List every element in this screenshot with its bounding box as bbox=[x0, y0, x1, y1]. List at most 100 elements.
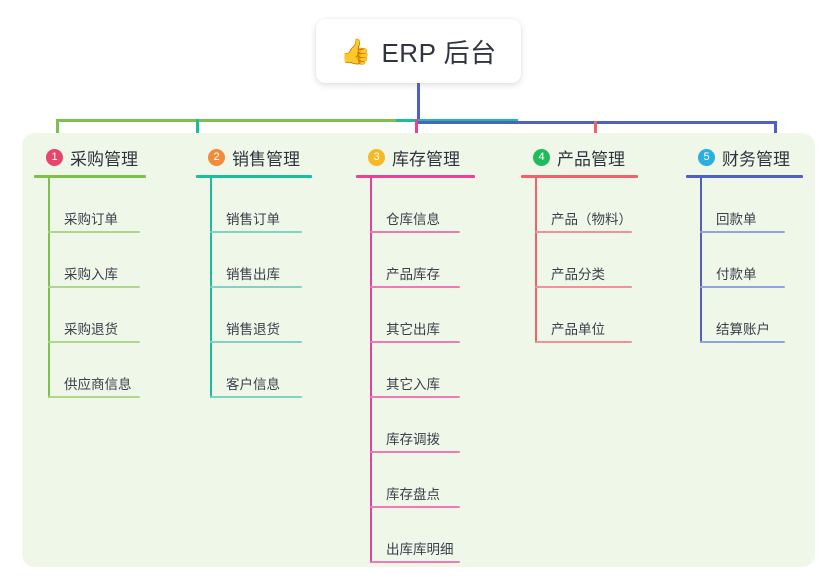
leaf-item[interactable]: 销售出库 bbox=[210, 233, 312, 288]
connector-bus-teal bbox=[396, 119, 518, 122]
leaf-item-rule bbox=[700, 231, 785, 233]
root-node[interactable]: 👍 ERP 后台 bbox=[316, 19, 521, 83]
root-title: ERP 后台 bbox=[381, 37, 497, 68]
branch-rule-1 bbox=[34, 175, 146, 178]
leaf-item-rule bbox=[210, 286, 302, 288]
leaf-item-rule bbox=[210, 341, 302, 343]
leaf-spine-4 bbox=[535, 178, 537, 343]
branch-column-2: 2 销售管理销售订单销售出库销售退货客户信息 bbox=[196, 145, 312, 398]
leaf-item-label: 销售出库 bbox=[226, 267, 280, 282]
leaf-item[interactable]: 采购订单 bbox=[48, 178, 146, 233]
leaf-item-label: 销售退货 bbox=[226, 322, 280, 337]
leaf-item-label: 付款单 bbox=[716, 267, 757, 282]
leaf-item-rule bbox=[48, 231, 140, 233]
leaf-item[interactable]: 库存盘点 bbox=[370, 453, 475, 508]
leaf-item-rule bbox=[370, 561, 460, 563]
branch-rule-2 bbox=[196, 175, 312, 178]
branch-header-3[interactable]: 3 库存管理 bbox=[356, 145, 475, 169]
leaf-item[interactable]: 供应商信息 bbox=[48, 343, 146, 398]
branch-badge-4: 4 bbox=[533, 148, 550, 166]
connector-drop-2 bbox=[196, 119, 199, 145]
branch-rule-5 bbox=[686, 175, 803, 178]
leaf-item-rule bbox=[535, 286, 632, 288]
leaf-spine-1 bbox=[48, 178, 50, 398]
leaf-item-label: 采购订单 bbox=[64, 212, 118, 227]
leaf-item[interactable]: 销售退货 bbox=[210, 288, 312, 343]
branch-title-1: 采购管理 bbox=[70, 149, 138, 169]
leaf-item[interactable]: 采购退货 bbox=[48, 288, 146, 343]
leaf-list-3: 仓库信息产品库存其它出库其它入库库存调拨库存盘点出库库明细 bbox=[356, 178, 475, 563]
branches-panel bbox=[22, 133, 815, 567]
leaf-item-rule bbox=[535, 231, 632, 233]
leaf-item-label: 产品库存 bbox=[386, 267, 440, 282]
leaf-item[interactable]: 其它入库 bbox=[370, 343, 475, 398]
leaf-item[interactable]: 产品库存 bbox=[370, 233, 475, 288]
leaf-item[interactable]: 回款单 bbox=[700, 178, 803, 233]
leaf-item-rule bbox=[210, 396, 302, 398]
leaf-item-label: 产品单位 bbox=[551, 322, 605, 337]
branch-rule-3 bbox=[356, 175, 475, 178]
leaf-item-label: 产品（物料） bbox=[551, 212, 632, 227]
thumbs-up-icon: 👍 bbox=[340, 36, 372, 66]
leaf-item-rule bbox=[48, 396, 140, 398]
leaf-item-label: 库存调拨 bbox=[386, 432, 440, 447]
leaf-item[interactable]: 产品（物料） bbox=[535, 178, 638, 233]
leaf-item-rule bbox=[700, 286, 785, 288]
branch-title-3: 库存管理 bbox=[392, 149, 460, 169]
connector-drop-1 bbox=[56, 119, 59, 145]
leaf-item-rule bbox=[370, 506, 460, 508]
leaf-item[interactable]: 库存调拨 bbox=[370, 398, 475, 453]
leaf-spine-5 bbox=[700, 178, 702, 343]
branch-badge-3: 3 bbox=[368, 148, 385, 166]
leaf-item[interactable]: 仓库信息 bbox=[370, 178, 475, 233]
leaf-item-label: 客户信息 bbox=[226, 377, 280, 392]
leaf-list-5: 回款单付款单结算账户 bbox=[686, 178, 803, 343]
branch-badge-2: 2 bbox=[208, 148, 225, 166]
leaf-item-label: 回款单 bbox=[716, 212, 757, 227]
leaf-spine-3 bbox=[370, 178, 372, 563]
branch-title-2: 销售管理 bbox=[232, 149, 300, 169]
connector-root-stem bbox=[417, 83, 420, 121]
leaf-item-rule bbox=[48, 341, 140, 343]
branch-header-2[interactable]: 2 销售管理 bbox=[196, 145, 312, 169]
leaf-item-rule bbox=[370, 451, 460, 453]
leaf-item[interactable]: 产品分类 bbox=[535, 233, 638, 288]
leaf-list-1: 采购订单采购入库采购退货供应商信息 bbox=[34, 178, 146, 398]
leaf-item[interactable]: 付款单 bbox=[700, 233, 803, 288]
connector-bus-green bbox=[56, 119, 396, 122]
leaf-item-rule bbox=[210, 231, 302, 233]
leaf-item-label: 销售订单 bbox=[226, 212, 280, 227]
leaf-item[interactable]: 采购入库 bbox=[48, 233, 146, 288]
leaf-item-label: 采购入库 bbox=[64, 267, 118, 282]
leaf-item[interactable]: 销售订单 bbox=[210, 178, 312, 233]
branch-rule-4 bbox=[521, 175, 638, 178]
leaf-list-2: 销售订单销售出库销售退货客户信息 bbox=[196, 178, 312, 398]
leaf-item[interactable]: 产品单位 bbox=[535, 288, 638, 343]
leaf-spine-2 bbox=[210, 178, 212, 398]
leaf-item-rule bbox=[370, 286, 460, 288]
leaf-item-label: 仓库信息 bbox=[386, 212, 440, 227]
branch-column-1: 1 采购管理采购订单采购入库采购退货供应商信息 bbox=[34, 145, 146, 398]
leaf-item-rule bbox=[535, 341, 632, 343]
leaf-item-label: 其它入库 bbox=[386, 377, 440, 392]
connector-drop-3 bbox=[415, 119, 418, 145]
branch-column-3: 3 库存管理仓库信息产品库存其它出库其它入库库存调拨库存盘点出库库明细 bbox=[356, 145, 475, 563]
leaf-item-label: 结算账户 bbox=[716, 322, 770, 337]
branch-badge-1: 1 bbox=[46, 148, 63, 166]
leaf-item-label: 供应商信息 bbox=[64, 377, 132, 392]
leaf-item[interactable]: 客户信息 bbox=[210, 343, 312, 398]
leaf-item[interactable]: 其它出库 bbox=[370, 288, 475, 343]
leaf-item[interactable]: 出库库明细 bbox=[370, 508, 475, 563]
leaf-item-label: 产品分类 bbox=[551, 267, 605, 282]
branch-header-1[interactable]: 1 采购管理 bbox=[34, 145, 146, 169]
leaf-item-rule bbox=[700, 341, 785, 343]
leaf-item-rule bbox=[370, 396, 460, 398]
leaf-item[interactable]: 结算账户 bbox=[700, 288, 803, 343]
leaf-item-rule bbox=[370, 341, 460, 343]
leaf-item-label: 库存盘点 bbox=[386, 487, 440, 502]
